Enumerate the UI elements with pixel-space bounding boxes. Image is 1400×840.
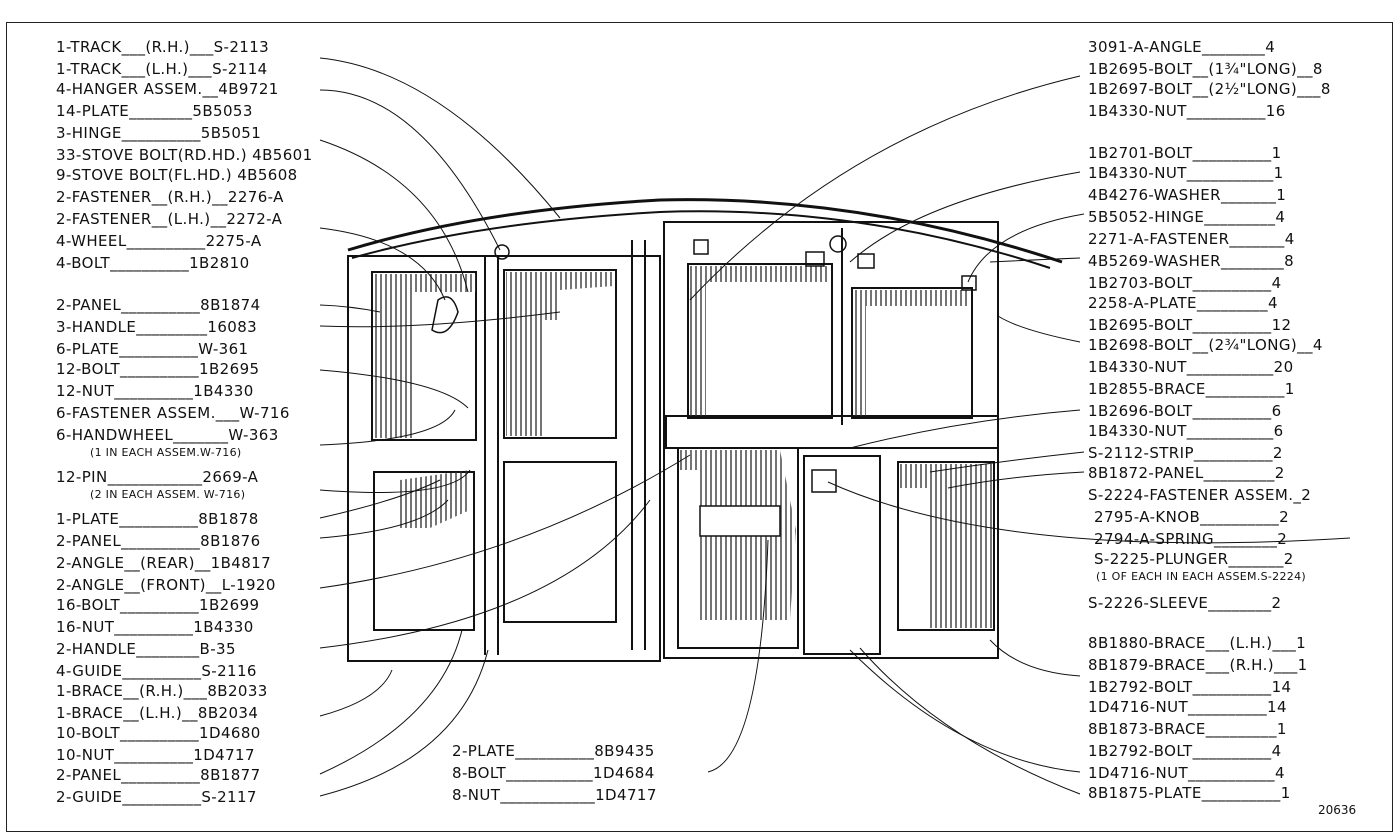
note-s2224: (1 OF EACH IN EACH ASSEM.S-2224) [1096, 570, 1306, 583]
label-plate-14: 14-PLATE________5B5053 [56, 102, 253, 120]
label-hanger-assem: 4-HANGER ASSEM.__4B9721 [56, 80, 279, 98]
label-brace-rh: 1-BRACE__(R.H.)___8B2033 [56, 682, 268, 700]
label-fastener-assem-w716: 6-FASTENER ASSEM.___W-716 [56, 404, 290, 422]
label-bolt-1b2695-12: 1B2695-BOLT__________12 [1088, 316, 1292, 334]
label-wheel: 4-WHEEL__________2275-A [56, 232, 262, 250]
label-angle-rear: 2-ANGLE__(REAR)__1B4817 [56, 554, 272, 572]
label-plunger-s2225: S-2225-PLUNGER_______2 [1094, 550, 1294, 568]
cab-hatched-panels [374, 266, 992, 628]
label-bolt-1b2703: 1B2703-BOLT__________4 [1088, 274, 1282, 292]
label-bolt-1b2699: 16-BOLT__________1B2699 [56, 596, 260, 614]
label-bolt-1b2792-14: 1B2792-BOLT__________14 [1088, 678, 1292, 696]
label-brace-8b1879: 8B1879-BRACE___(R.H.)___1 [1088, 656, 1308, 674]
label-nut-1b4330-16: 1B4330-NUT__________16 [1088, 102, 1286, 120]
label-fastener-assem-s2224: S-2224-FASTENER ASSEM._2 [1088, 486, 1312, 504]
label-bolt-1b2792-4: 1B2792-BOLT__________4 [1088, 742, 1282, 760]
label-bolt-1d4684: 8-BOLT___________1D4684 [452, 764, 655, 782]
label-angle-3091a: 3091-A-ANGLE________4 [1088, 38, 1276, 56]
label-guide-s2116: 4-GUIDE__________S-2116 [56, 662, 257, 680]
label-nut-1d4716-14: 1D4716-NUT__________14 [1088, 698, 1287, 716]
label-guide-s2117: 2-GUIDE__________S-2117 [56, 788, 257, 806]
label-nut-1d4717: 10-NUT__________1D4717 [56, 746, 255, 764]
label-nut-1b4330: 12-NUT__________1B4330 [56, 382, 254, 400]
label-bolt-1d4680: 10-BOLT__________1D4680 [56, 724, 261, 742]
label-bolt-1b2701: 1B2701-BOLT__________1 [1088, 144, 1282, 162]
note-pin: (2 IN EACH ASSEM. W-716) [90, 488, 246, 501]
label-bolt-1b2695-long: 1B2695-BOLT__(1¾"LONG)__8 [1088, 60, 1323, 78]
label-nut-1b4330-6: 1B4330-NUT___________6 [1088, 422, 1284, 440]
label-washer-4b5269: 4B5269-WASHER________8 [1088, 252, 1295, 270]
label-angle-front: 2-ANGLE__(FRONT)__L-1920 [56, 576, 276, 594]
label-nut-1d4716-4: 1D4716-NUT___________4 [1088, 764, 1285, 782]
label-bolt-1b2696: 1B2696-BOLT__________6 [1088, 402, 1282, 420]
figure-number: 20636 [1318, 803, 1357, 817]
label-brace-8b1880: 8B1880-BRACE___(L.H.)___1 [1088, 634, 1307, 652]
label-nut-1b4330-20: 1B4330-NUT___________20 [1088, 358, 1294, 376]
label-handle-b35: 2-HANDLE________B-35 [56, 640, 236, 658]
label-nut-1b4330-1: 1B4330-NUT___________1 [1088, 164, 1284, 182]
label-strip-s2112: S-2112-STRIP__________2 [1088, 444, 1283, 462]
label-bolt-1b2810: 4-BOLT__________1B2810 [56, 254, 250, 272]
label-brace-1b2855: 1B2855-BRACE__________1 [1088, 380, 1295, 398]
label-plate-8b9435: 2-PLATE__________8B9435 [452, 742, 655, 760]
label-brace-lh: 1-BRACE__(L.H.)__8B2034 [56, 704, 259, 722]
label-fastener-lh: 2-FASTENER__(L.H.)__2272-A [56, 210, 283, 228]
label-panel-8b1877: 2-PANEL__________8B1877 [56, 766, 261, 784]
label-panel-8b1872: 8B1872-PANEL_________2 [1088, 464, 1285, 482]
label-bolt-1b2697-long: 1B2697-BOLT__(2½"LONG)___8 [1088, 80, 1331, 98]
label-spring-2794a: 2794-A-SPRING________2 [1094, 530, 1288, 548]
label-plate-8b1878: 1-PLATE__________8B1878 [56, 510, 259, 528]
label-panel-8b1876: 2-PANEL__________8B1876 [56, 532, 261, 550]
note-handwheel: (1 IN EACH ASSEM.W-716) [90, 446, 242, 459]
label-handwheel-w363: 6-HANDWHEEL_______W-363 [56, 426, 279, 444]
label-bolt-1b2695: 12-BOLT__________1B2695 [56, 360, 260, 378]
label-bolt-1b2698: 1B2698-BOLT__(2¾"LONG)__4 [1088, 336, 1323, 354]
label-knob-2795a: 2795-A-KNOB__________2 [1094, 508, 1290, 526]
label-washer-4b4276: 4B4276-WASHER_______1 [1088, 186, 1287, 204]
label-stove-bolt-rd: 33-STOVE BOLT(RD.HD.) 4B5601 [56, 146, 313, 164]
label-fastener-rh: 2-FASTENER__(R.H.)__2276-A [56, 188, 284, 206]
label-panel-8b1874: 2-PANEL__________8B1874 [56, 296, 261, 314]
label-nut-1d4717-b: 8-NUT____________1D4717 [452, 786, 657, 804]
label-stove-bolt-fl: 9-STOVE BOLT(FL.HD.) 4B5608 [56, 166, 298, 184]
label-sleeve-s2226: S-2226-SLEEVE________2 [1088, 594, 1282, 612]
label-nut-1b4330-b: 16-NUT__________1B4330 [56, 618, 254, 636]
label-pin-2669a: 12-PIN____________2669-A [56, 468, 259, 486]
sheet-border [6, 22, 1393, 832]
label-plate-w361: 6-PLATE__________W-361 [56, 340, 249, 358]
leader-lines [319, 57, 1351, 797]
cab-hardware [431, 235, 977, 537]
label-left-track-rh: 1-TRACK___(R.H.)___S-2113 [56, 38, 270, 56]
label-hinge-5b5052: 5B5052-HINGE_________4 [1088, 208, 1286, 226]
label-fastener-2271a: 2271-A-FASTENER_______4 [1088, 230, 1295, 248]
label-brace-8b1873: 8B1873-BRACE_________1 [1088, 720, 1287, 738]
label-hinge-3: 3-HINGE__________5B5051 [56, 124, 262, 142]
label-left-track-lh: 1-TRACK___(L.H.)___S-2114 [56, 60, 268, 78]
label-plate-8b1875: 8B1875-PLATE__________1 [1088, 784, 1291, 802]
label-plate-2258a: 2258-A-PLATE_________4 [1088, 294, 1278, 312]
label-handle-16083: 3-HANDLE_________16083 [56, 318, 258, 336]
